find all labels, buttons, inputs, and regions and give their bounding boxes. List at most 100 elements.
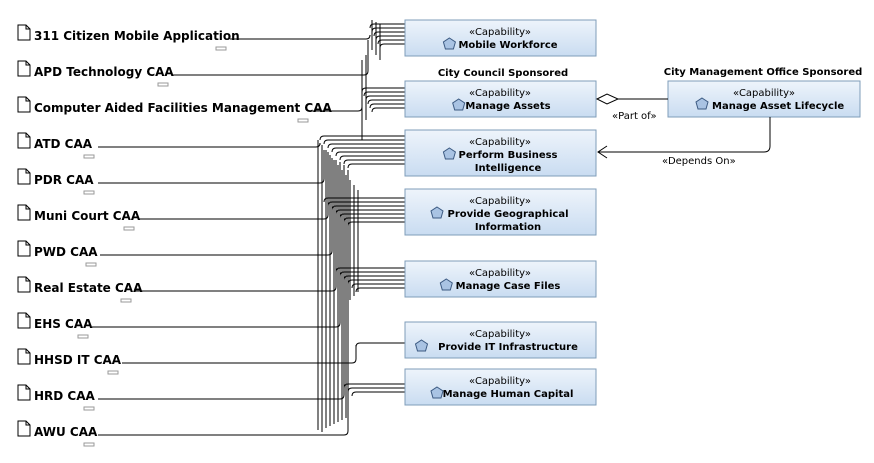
- connector-line: [331, 147, 405, 153]
- application-label: PWD CAA: [34, 245, 98, 259]
- document-icon: [17, 240, 31, 257]
- application-item[interactable]: ATD CAA: [17, 132, 95, 159]
- note-marker-icon: [123, 226, 135, 231]
- capability-stereotype: «Capability»: [469, 88, 531, 99]
- connector-line: [98, 178, 325, 184]
- connector-line: [339, 213, 405, 219]
- connector-line: [361, 87, 405, 93]
- connector-line: [347, 163, 405, 169]
- connector-line: [373, 31, 405, 37]
- note-marker-icon: [77, 334, 89, 339]
- document-icon: [17, 24, 31, 41]
- capability-name: Manage Asset Lifecycle: [712, 101, 844, 112]
- arrowhead-icon: [597, 145, 608, 159]
- application-label: Real Estate CAA: [34, 281, 143, 295]
- connector-line: [347, 221, 405, 227]
- application-label: APD Technology CAA: [34, 65, 174, 79]
- note-marker-icon: [83, 442, 95, 447]
- application-item[interactable]: HRD CAA: [17, 384, 96, 411]
- capability-name: Provide IT Infrastructure: [438, 342, 578, 353]
- connector-line: [323, 139, 405, 145]
- application-item[interactable]: HHSD IT CAA: [17, 348, 122, 375]
- aggregation-diamond-icon: [595, 93, 620, 105]
- pentagon-icon: [695, 97, 709, 110]
- document-icon: [17, 204, 31, 221]
- part-of-relation: «Part of»: [595, 93, 668, 122]
- application-item[interactable]: Computer Aided Facilities Management CAA: [17, 96, 333, 123]
- capability-stereotype: «Capability»: [469, 329, 531, 340]
- connector-line: [335, 267, 405, 273]
- document-icon: [17, 168, 31, 185]
- connector-line: [369, 23, 405, 29]
- pentagon-icon: [452, 98, 466, 111]
- application-label: EHS CAA: [34, 317, 93, 331]
- capability-box[interactable]: «Capability» Manage Human Capital: [404, 368, 597, 406]
- capability-box[interactable]: «Capability»Manage Case Files: [404, 260, 597, 298]
- connector-line: [363, 91, 405, 97]
- application-item[interactable]: 311 Citizen Mobile Application: [17, 24, 240, 51]
- connector-line: [365, 95, 405, 101]
- connector-line: [371, 27, 405, 33]
- capability-name: Manage Case Files: [456, 281, 561, 292]
- connector-line: [347, 387, 405, 393]
- application-item[interactable]: Muni Court CAA: [17, 204, 141, 231]
- application-label: 311 Citizen Mobile Application: [34, 29, 240, 43]
- document-icon: [17, 60, 31, 77]
- connector-line: [327, 143, 405, 149]
- note-marker-icon: [83, 406, 95, 411]
- connector-line: [355, 287, 405, 293]
- connector-line: [369, 103, 405, 109]
- connector-line: [135, 286, 337, 292]
- group-title-city-council: City Council Sponsored: [438, 68, 568, 79]
- pentagon-icon: [439, 278, 453, 291]
- capability-stereotype: «Capability»: [469, 27, 531, 38]
- connector-line: [347, 279, 405, 285]
- connector-line: [351, 391, 405, 397]
- connector-line: [339, 155, 405, 161]
- application-capability-connectors: [92, 20, 405, 436]
- capability-name: Manage Human Capital: [443, 389, 574, 400]
- group-title-city-management: City Management Office Sponsored: [664, 67, 863, 78]
- connector-line: [379, 43, 405, 49]
- connector-line: [98, 430, 349, 436]
- connector-line: [339, 271, 405, 277]
- application-item[interactable]: APD Technology CAA: [17, 60, 174, 87]
- capability-box[interactable]: «Capability»Manage Assets: [404, 80, 597, 118]
- connector-line: [343, 159, 405, 165]
- pentagon-icon: [430, 206, 444, 219]
- application-label: HHSD IT CAA: [34, 353, 122, 367]
- capability-name: Perform Business: [458, 150, 557, 161]
- note-marker-icon: [120, 298, 132, 303]
- connector-line: [230, 34, 371, 40]
- application-item[interactable]: EHS CAA: [17, 312, 93, 339]
- connector-line: [377, 39, 405, 45]
- application-label: HRD CAA: [34, 389, 96, 403]
- application-item[interactable]: AWU CAA: [17, 420, 98, 447]
- connector-line: [335, 209, 405, 215]
- connector-line: [343, 217, 405, 223]
- note-marker-icon: [107, 370, 119, 375]
- application-item[interactable]: PDR CAA: [17, 168, 95, 195]
- capability-box[interactable]: «Capability» Mobile Workforce: [404, 19, 597, 57]
- capability-name: Mobile Workforce: [458, 40, 557, 51]
- capability-name: Information: [475, 222, 541, 233]
- document-icon: [17, 312, 31, 329]
- application-item[interactable]: Real Estate CAA: [17, 276, 143, 303]
- document-icon: [17, 420, 31, 437]
- capability-box[interactable]: «Capability»Provide GeographicalInformat…: [404, 188, 597, 236]
- application-item[interactable]: PWD CAA: [17, 240, 98, 267]
- pentagon-icon: [442, 147, 456, 160]
- capability-manage-asset-lifecycle[interactable]: «Capability» Manage Asset Lifecycle: [667, 80, 861, 118]
- capability-box[interactable]: «Capability» Provide IT Infrastructure: [404, 321, 597, 359]
- connector-line: [323, 197, 405, 203]
- connector-line: [335, 151, 405, 157]
- connector-line: [98, 142, 321, 148]
- connector-line: [343, 275, 405, 281]
- capability-stereotype: «Capability»: [469, 376, 531, 387]
- document-icon: [17, 96, 31, 113]
- part-of-label: «Part of»: [612, 111, 657, 122]
- document-icon: [17, 384, 31, 401]
